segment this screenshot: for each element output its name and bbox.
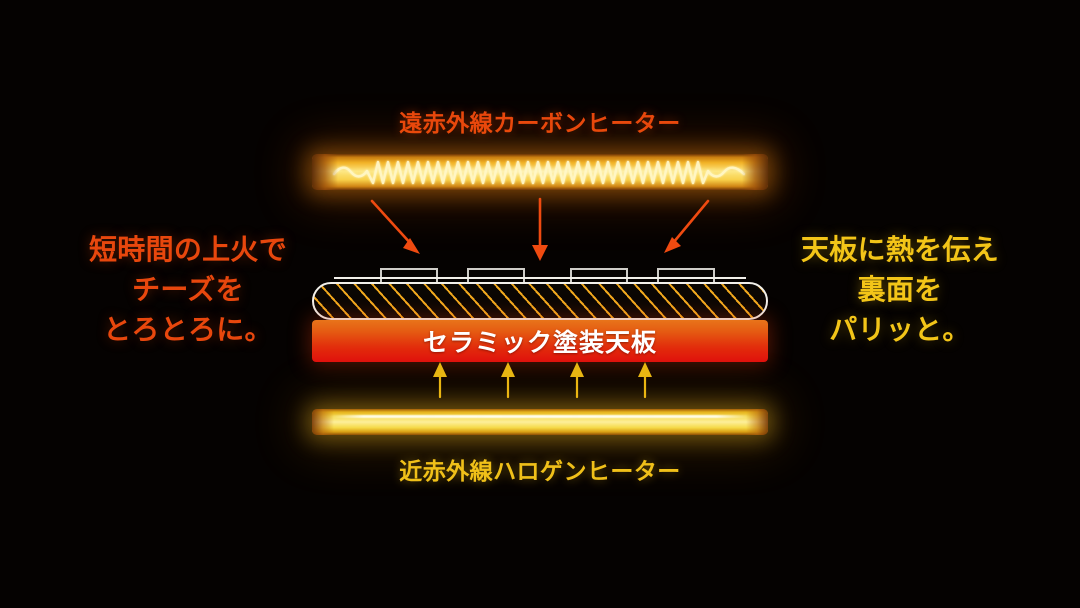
ceramic-plate-top-edge xyxy=(334,277,746,279)
right-copy-line-1: 天板に熱を伝え xyxy=(801,233,999,266)
left-copy-line-3: とろとろに。 xyxy=(103,312,273,346)
ceramic-plate-bar: セラミック塗装天板 xyxy=(312,320,768,362)
plate-mount-tab xyxy=(570,268,628,284)
carbon-heater-tube xyxy=(312,154,768,190)
ceramic-plate-label: セラミック塗装天板 xyxy=(422,328,657,357)
halogen-heater-filament xyxy=(330,415,750,418)
halogen-heater-tube xyxy=(312,409,768,435)
left-description-text: 短時間の上火で チーズを とろとろに。 xyxy=(48,230,328,349)
right-description-text: 天板に熱を伝え 裏面を パリッと。 xyxy=(760,230,1040,349)
bottom-heater-label: 近赤外線ハロゲンヒーター xyxy=(399,459,681,485)
plate-mount-tab xyxy=(657,268,715,284)
left-copy-line-1: 短時間の上火で xyxy=(89,233,287,266)
right-copy-line-3: パリッと。 xyxy=(829,312,971,346)
top-heater-label: 遠赤外線カーボンヒーター xyxy=(399,111,681,137)
carbon-heater-filament xyxy=(332,157,748,187)
plate-mount-tab xyxy=(380,268,438,284)
left-copy-line-2: チーズを xyxy=(132,272,244,306)
ceramic-plate-hatched-body xyxy=(312,282,768,320)
right-copy-line-2: 裏面を xyxy=(857,272,943,306)
ceramic-plate-assembly: セラミック塗装天板 xyxy=(312,268,768,362)
plate-mount-tab xyxy=(467,268,525,284)
